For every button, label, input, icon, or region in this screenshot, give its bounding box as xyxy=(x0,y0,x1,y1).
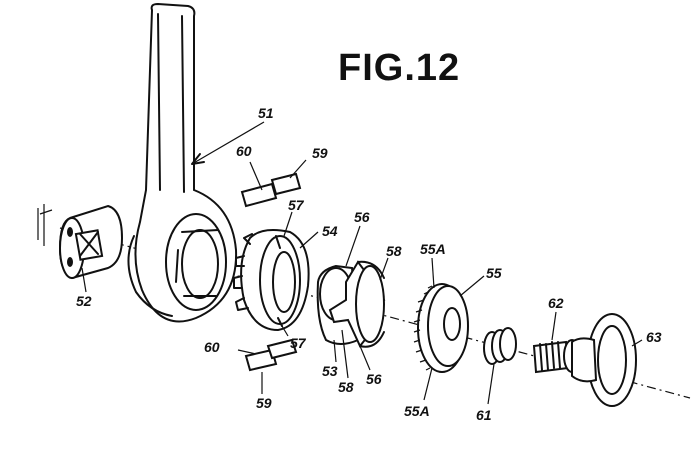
label-63: 63 xyxy=(646,329,662,345)
label-55a-top: 55A xyxy=(420,241,446,257)
label-53: 53 xyxy=(322,363,338,379)
part-56-ratchet-core xyxy=(328,260,386,348)
leader-63 xyxy=(631,339,643,347)
label-55a-bottom: 55A xyxy=(404,403,430,419)
leader-55a-top xyxy=(431,257,435,289)
label-51: 51 xyxy=(258,105,274,121)
label-61: 61 xyxy=(476,407,492,423)
part-61-coil-spring xyxy=(483,327,517,365)
leader-51 xyxy=(191,121,265,165)
leader-57-bottom xyxy=(281,325,289,337)
part-63-ring-knob xyxy=(571,313,637,407)
leader-55a-bottom xyxy=(423,367,433,401)
label-58-top: 58 xyxy=(386,243,402,259)
part-52-socket-adapter xyxy=(37,204,124,280)
leader-60-bottom xyxy=(237,349,257,355)
leader-58-bottom xyxy=(341,329,349,379)
leader-56-top xyxy=(345,225,361,267)
label-56-bottom: 56 xyxy=(366,371,382,387)
leader-60-top xyxy=(249,161,263,191)
leader-62 xyxy=(551,311,557,341)
label-58-bottom: 58 xyxy=(338,379,354,395)
leader-51-arrow xyxy=(191,153,205,165)
label-57-bottom: 57 xyxy=(290,335,307,351)
part-59-upper-pawl-plate xyxy=(240,172,302,208)
label-59-bottom: 59 xyxy=(256,395,272,411)
leader-57-top xyxy=(283,211,293,237)
leader-55 xyxy=(459,275,485,297)
label-60-top: 60 xyxy=(236,143,252,159)
part-59-lower-pawl-plate xyxy=(244,338,298,372)
label-55: 55 xyxy=(486,265,502,281)
leader-61 xyxy=(487,363,495,405)
part-55-dial-wheel xyxy=(413,283,469,373)
label-57-top: 57 xyxy=(288,197,305,213)
leader-54 xyxy=(299,231,319,249)
leader-56-bottom xyxy=(359,345,371,371)
label-54: 54 xyxy=(322,223,338,239)
leader-53 xyxy=(333,339,337,363)
label-62: 62 xyxy=(548,295,564,311)
leader-59-top xyxy=(289,159,307,179)
leader-58-top xyxy=(379,257,389,281)
label-59-top: 59 xyxy=(312,145,328,161)
part-51-handle xyxy=(127,2,238,323)
leader-52 xyxy=(81,267,87,293)
label-52: 52 xyxy=(76,293,92,309)
part-54-ratchet-ring xyxy=(233,229,310,332)
label-60-bottom: 60 xyxy=(204,339,220,355)
label-56-top: 56 xyxy=(354,209,370,225)
figure-title: FIG.12 xyxy=(338,47,460,89)
